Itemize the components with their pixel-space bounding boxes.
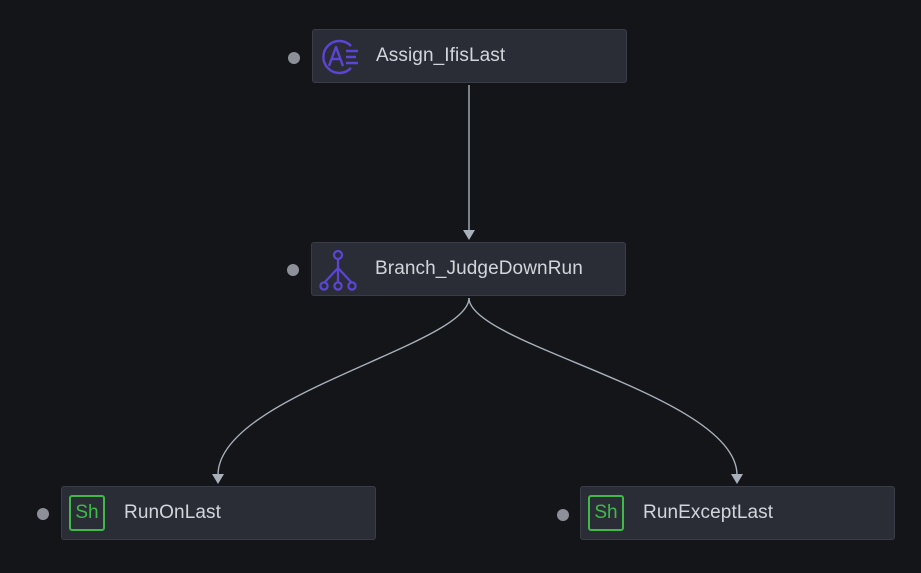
node-label: Branch_JudgeDownRun (375, 258, 583, 279)
node-label: Assign_IfisLast (376, 45, 506, 66)
shell-icon-text: Sh (588, 495, 624, 531)
node-assign-ifislast[interactable]: Assign_IfisLast (312, 29, 627, 83)
edge-branch-to-runexceptlast (468, 297, 738, 476)
node-label: RunOnLast (124, 502, 222, 523)
shell-icon-text: Sh (69, 495, 105, 531)
input-port-assign[interactable] (288, 52, 300, 64)
node-label: RunExceptLast (643, 502, 774, 523)
assign-icon (318, 36, 360, 78)
input-port-runexceptlast[interactable] (557, 509, 569, 521)
branch-icon (317, 248, 359, 292)
node-runonlast[interactable]: Sh RunOnLast (61, 486, 376, 540)
node-branch-judgedownrun[interactable]: Branch_JudgeDownRun (311, 242, 626, 296)
node-runexceptlast[interactable]: Sh RunExceptLast (580, 486, 895, 540)
input-port-runonlast[interactable] (37, 508, 49, 520)
edge-branch-to-runonlast-arrow (212, 474, 224, 484)
shell-icon: Sh (69, 495, 105, 531)
shell-icon: Sh (588, 495, 624, 531)
edge-branch-to-runexceptlast-arrow (731, 474, 743, 484)
input-port-branch[interactable] (287, 264, 299, 276)
edge-assign-to-branch-arrow (463, 230, 475, 240)
edge-branch-to-runonlast (217, 297, 470, 476)
